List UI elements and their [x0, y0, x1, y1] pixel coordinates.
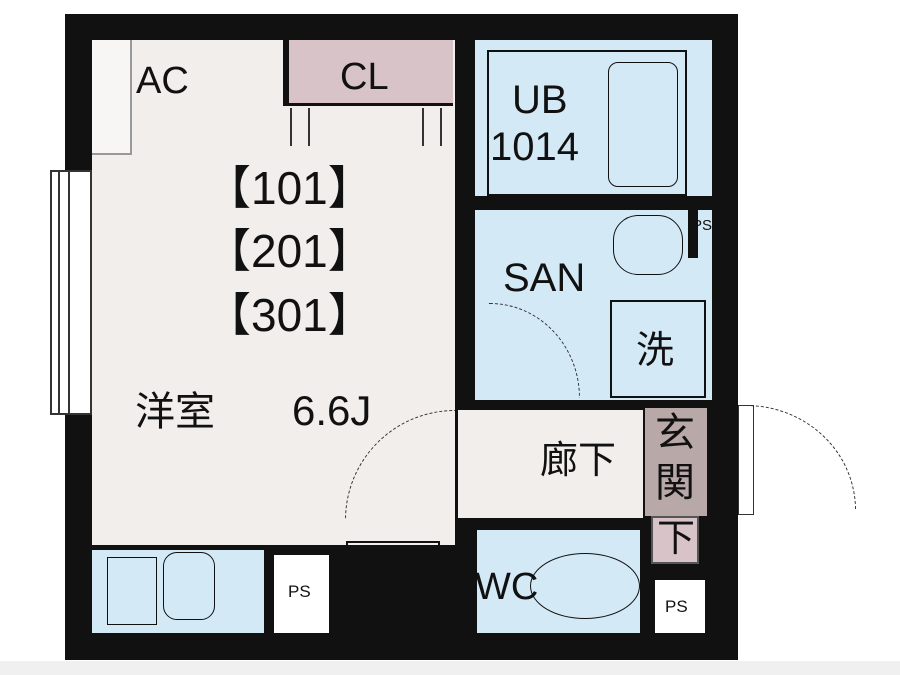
closet-label: CL — [340, 56, 389, 98]
refrigerator-label: R — [380, 566, 408, 608]
stove-icon — [107, 557, 157, 625]
unit-bath-size: 1014 — [490, 125, 579, 169]
washer-label: 洗 — [636, 330, 675, 372]
kitchen-sink-icon — [163, 552, 215, 620]
unit-bath-label: UB — [512, 78, 568, 122]
entrance-label: 玄関 — [655, 411, 695, 505]
sanitary-label: SAN — [503, 256, 586, 300]
unit-bath[interactable] — [487, 50, 687, 196]
entrance-lower-label: 下 — [657, 518, 696, 560]
wash-basin — [613, 215, 683, 275]
entrance-shoe-box — [651, 516, 699, 564]
pipe-space-entrance — [655, 580, 705, 633]
unit-number-201: 【201】 — [205, 225, 374, 277]
pipe-space-side-label: PS — [692, 217, 713, 234]
toilet-icon — [530, 553, 640, 619]
window-left[interactable] — [50, 170, 92, 415]
hallway-label: 廊下 — [540, 440, 617, 482]
air-conditioner — [92, 40, 132, 155]
closet-door-left[interactable] — [290, 108, 310, 146]
hallway — [458, 410, 643, 518]
ac-label: AC — [136, 60, 189, 102]
pipe-space-kitchen-label: PS — [288, 582, 311, 601]
entrance — [645, 408, 707, 516]
bathtub — [608, 62, 678, 187]
western-room-label: 洋室 — [135, 390, 215, 434]
pipe-space-kitchen — [274, 555, 329, 633]
toilet-label: WC — [475, 566, 539, 608]
kitchen-counter — [92, 548, 264, 633]
closet-door-right[interactable] — [422, 108, 442, 146]
background-strip — [0, 661, 900, 675]
refrigerator-space — [346, 541, 440, 633]
closet[interactable] — [283, 40, 453, 106]
unit-number-101: 【101】 — [205, 162, 374, 214]
washer-space — [610, 300, 706, 398]
unit-number-301: 【301】 — [205, 289, 374, 341]
pipe-space-entrance-label: PS — [665, 597, 688, 616]
western-room-size: 6.6J — [292, 387, 372, 434]
